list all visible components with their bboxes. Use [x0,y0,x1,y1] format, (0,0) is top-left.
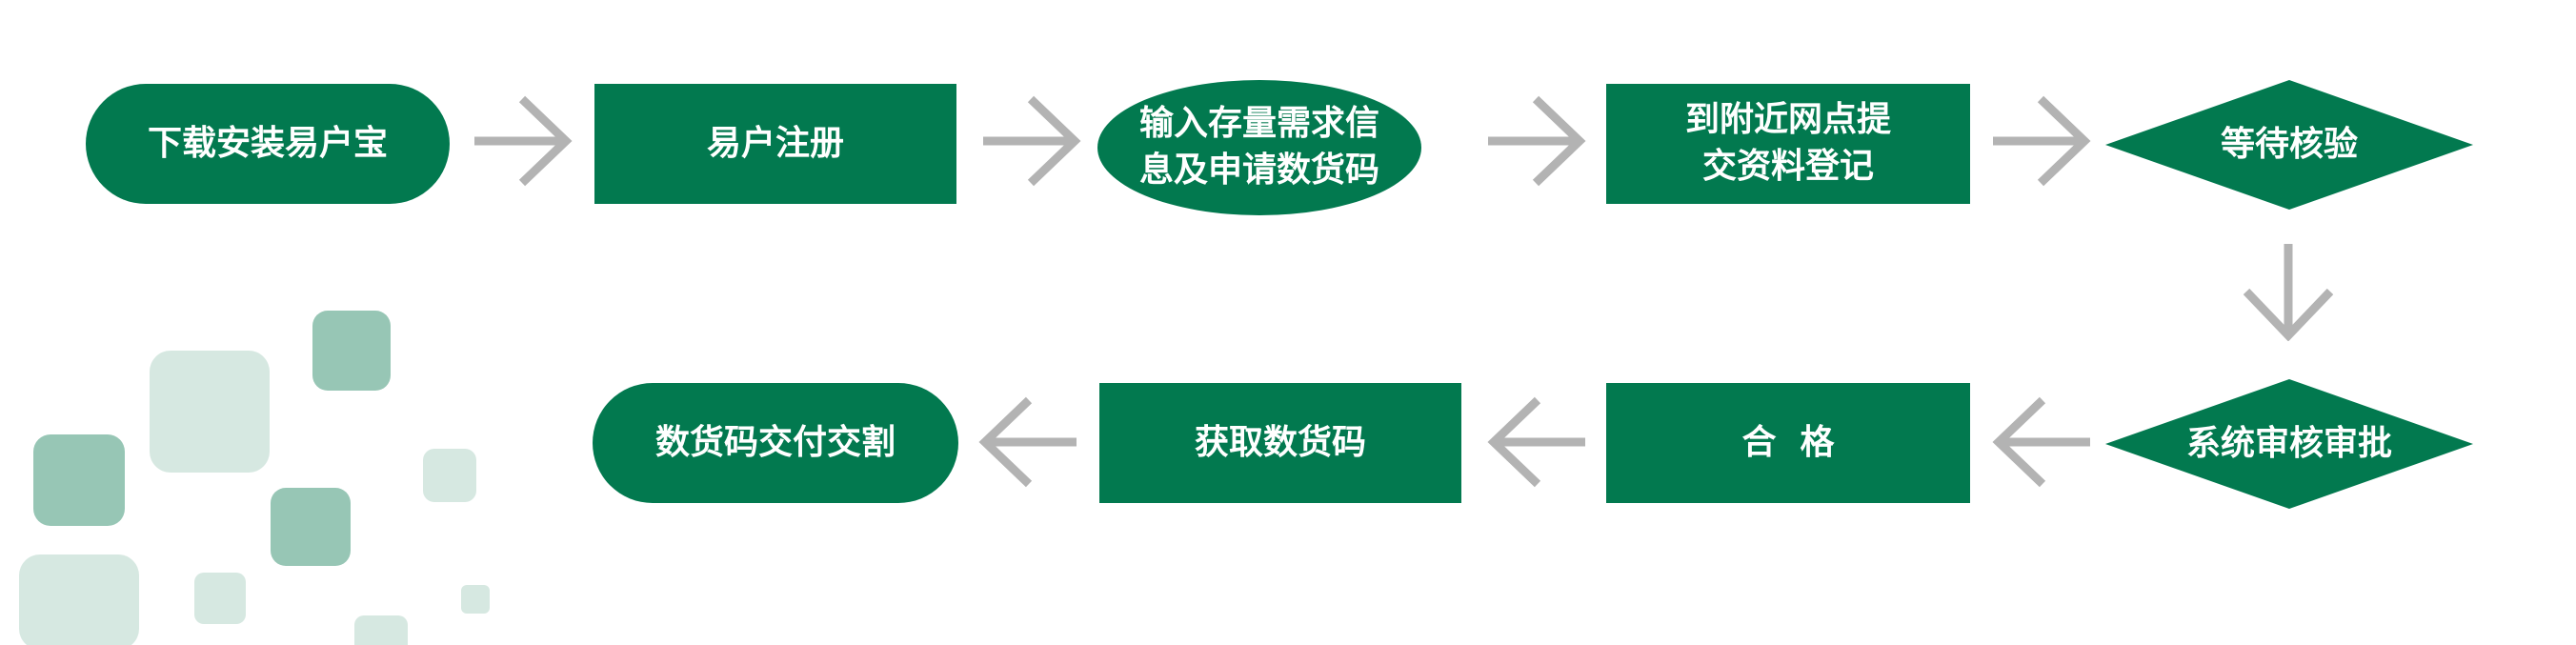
step-system-review: 系统审核审批 [2105,379,2473,509]
arrow-down [2241,242,2336,341]
step-get-code: 获取数货码 [1099,383,1461,503]
deco-square [19,554,139,645]
step-code-delivery: 数货码交付交割 [593,383,958,503]
deco-square [33,434,125,526]
step-submit-materials: 到附近网点提 交资料登记 [1606,84,1970,204]
step-await-verification: 等待核验 [2105,80,2473,210]
deco-square [194,573,246,624]
deco-square [423,449,476,502]
arrow-right-3 [1486,95,1587,187]
decorative-squares [19,311,490,645]
deco-square [461,585,490,614]
deco-square [271,488,351,566]
step-get-code-label: 获取数货码 [1194,422,1366,462]
deco-square [354,615,408,645]
step-register: 易户注册 [594,84,956,204]
step-system-review-label: 系统审核审批 [2185,423,2392,463]
arrow-left-1 [1991,396,2092,488]
step-qualified: 合 格 [1606,383,1970,503]
step-download-install-label: 下载安装易户宝 [147,123,388,163]
arrow-left-2 [1486,396,1587,488]
arrow-right-2 [981,95,1082,187]
step-submit-materials-label: 到附近网点提 交资料登记 [1684,100,1891,186]
deco-square [312,311,391,391]
step-input-demand: 输入存量需求信 息及申请数货码 [1097,80,1421,215]
step-code-delivery-label: 数货码交付交割 [654,422,896,462]
arrow-right-1 [473,95,574,187]
step-qualified-label: 合 格 [1741,422,1835,462]
step-await-verification-label: 等待核验 [2220,124,2358,164]
arrow-left-3 [977,396,1078,488]
step-register-label: 易户注册 [706,123,844,163]
arrow-right-4 [1991,95,2092,187]
step-input-demand-label: 输入存量需求信 息及申请数货码 [1138,104,1379,190]
step-download-install: 下载安装易户宝 [86,84,450,204]
deco-square [150,351,270,473]
